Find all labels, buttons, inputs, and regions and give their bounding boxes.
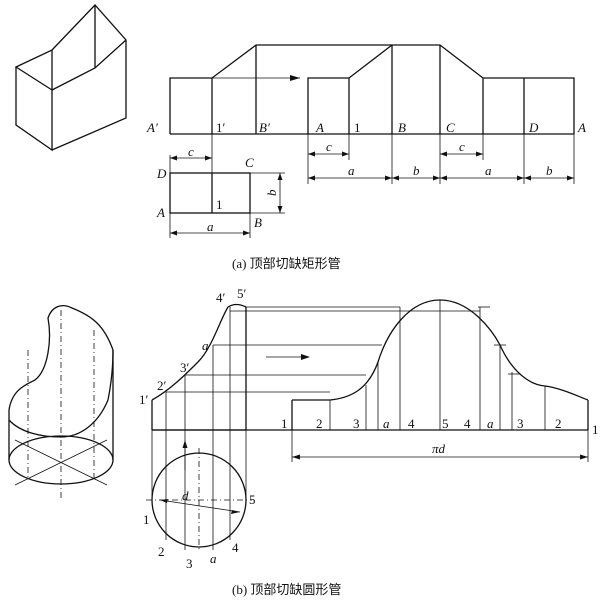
plan-dim-c: c — [188, 144, 194, 159]
dev-label-a1: a — [383, 416, 390, 431]
rect-pipe-iso-view — [14, 4, 127, 152]
label-b: B — [398, 120, 406, 135]
label-2-prime: 2′ — [157, 378, 167, 393]
circle-label-3: 3 — [186, 556, 193, 571]
label-b-prime: B′ — [259, 120, 270, 135]
dim-a-1: a — [348, 163, 355, 178]
caption-b: (b) 顶部切缺圆形管 — [232, 582, 341, 597]
plan-dim-a: a — [207, 219, 214, 234]
label-d: D — [528, 120, 539, 135]
round-pipe-iso-view — [8, 305, 114, 500]
label-a-prime: A′ — [146, 120, 158, 135]
circle-label-a: a — [210, 551, 217, 566]
dev-label-2: 2 — [316, 416, 323, 431]
dev-label-a2: a — [487, 416, 494, 431]
label-1: 1 — [354, 120, 361, 135]
dev-label-1b: 1 — [592, 422, 599, 437]
dev-label-3b: 3 — [517, 416, 524, 431]
label-a: A — [315, 120, 324, 135]
plan-label-d: D — [156, 166, 167, 181]
plan-label-b: B — [254, 215, 262, 230]
round-pipe-development — [152, 299, 589, 462]
dim-c-1: c — [326, 139, 332, 154]
dim-b-2: b — [546, 163, 553, 178]
plan-label-c: C — [245, 155, 254, 170]
dev-label-1: 1 — [281, 416, 288, 431]
plan-dim-b: b — [264, 189, 279, 196]
label-1-prime-b: 1′ — [139, 392, 149, 407]
label-5-prime: 5′ — [237, 286, 247, 301]
rect-pipe-development — [169, 44, 575, 184]
dim-pi-d: πd — [432, 441, 446, 456]
label-4-prime: 4′ — [216, 290, 226, 305]
circle-label-5: 5 — [249, 492, 256, 507]
plan-label-1: 1 — [216, 197, 223, 212]
label-a-end: A — [577, 120, 586, 135]
dev-label-4: 4 — [408, 416, 415, 431]
dev-label-3: 3 — [353, 416, 360, 431]
dev-label-2b: 2 — [555, 416, 562, 431]
circle-label-d: d — [182, 488, 189, 503]
circle-label-1: 1 — [143, 512, 150, 527]
dim-a-2: a — [485, 163, 492, 178]
plan-label-a: A — [156, 205, 165, 220]
label-a-elev: a — [202, 338, 209, 353]
label-1-prime: 1′ — [216, 120, 226, 135]
circle-label-2: 2 — [158, 544, 165, 559]
round-pipe-plan-circle — [146, 448, 252, 552]
dev-label-4b: 4 — [464, 416, 471, 431]
label-3-prime: 3′ — [180, 360, 190, 375]
rect-pipe-plan-view — [169, 134, 285, 238]
circle-label-4: 4 — [232, 540, 239, 555]
dim-b-1: b — [413, 163, 420, 178]
caption-a: (a) 顶部切缺矩形管 — [232, 256, 341, 271]
label-c: C — [446, 120, 455, 135]
dev-label-5: 5 — [442, 416, 449, 431]
dim-c-2: c — [459, 139, 465, 154]
